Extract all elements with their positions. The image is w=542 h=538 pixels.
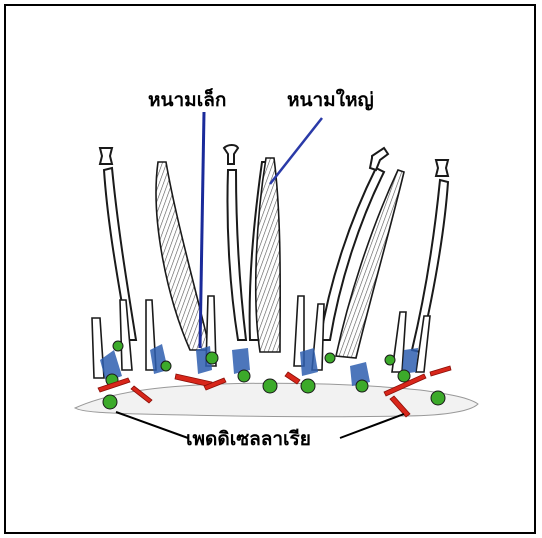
pointer-small-spine [200, 112, 204, 348]
spine-tip-icon [100, 148, 112, 164]
spine-tip-icon [224, 145, 238, 164]
pedicellaria [430, 366, 451, 376]
pointer-pedicellaria-right [340, 414, 404, 438]
large-spine [227, 170, 246, 340]
spine-tip-icon [370, 148, 388, 170]
pointer-pedicellaria-left [116, 412, 188, 438]
large-spine [412, 180, 448, 352]
label-small-spine: หนามเล็ก [148, 91, 226, 110]
pointer-large-spine [270, 118, 322, 184]
spine-tip-icon [436, 160, 448, 176]
label-pedicellariae: เพดดิเซลลาเรีย [186, 430, 311, 449]
pedicellaria [285, 372, 300, 384]
label-large-spine: หนามใหญ่ [287, 91, 374, 110]
